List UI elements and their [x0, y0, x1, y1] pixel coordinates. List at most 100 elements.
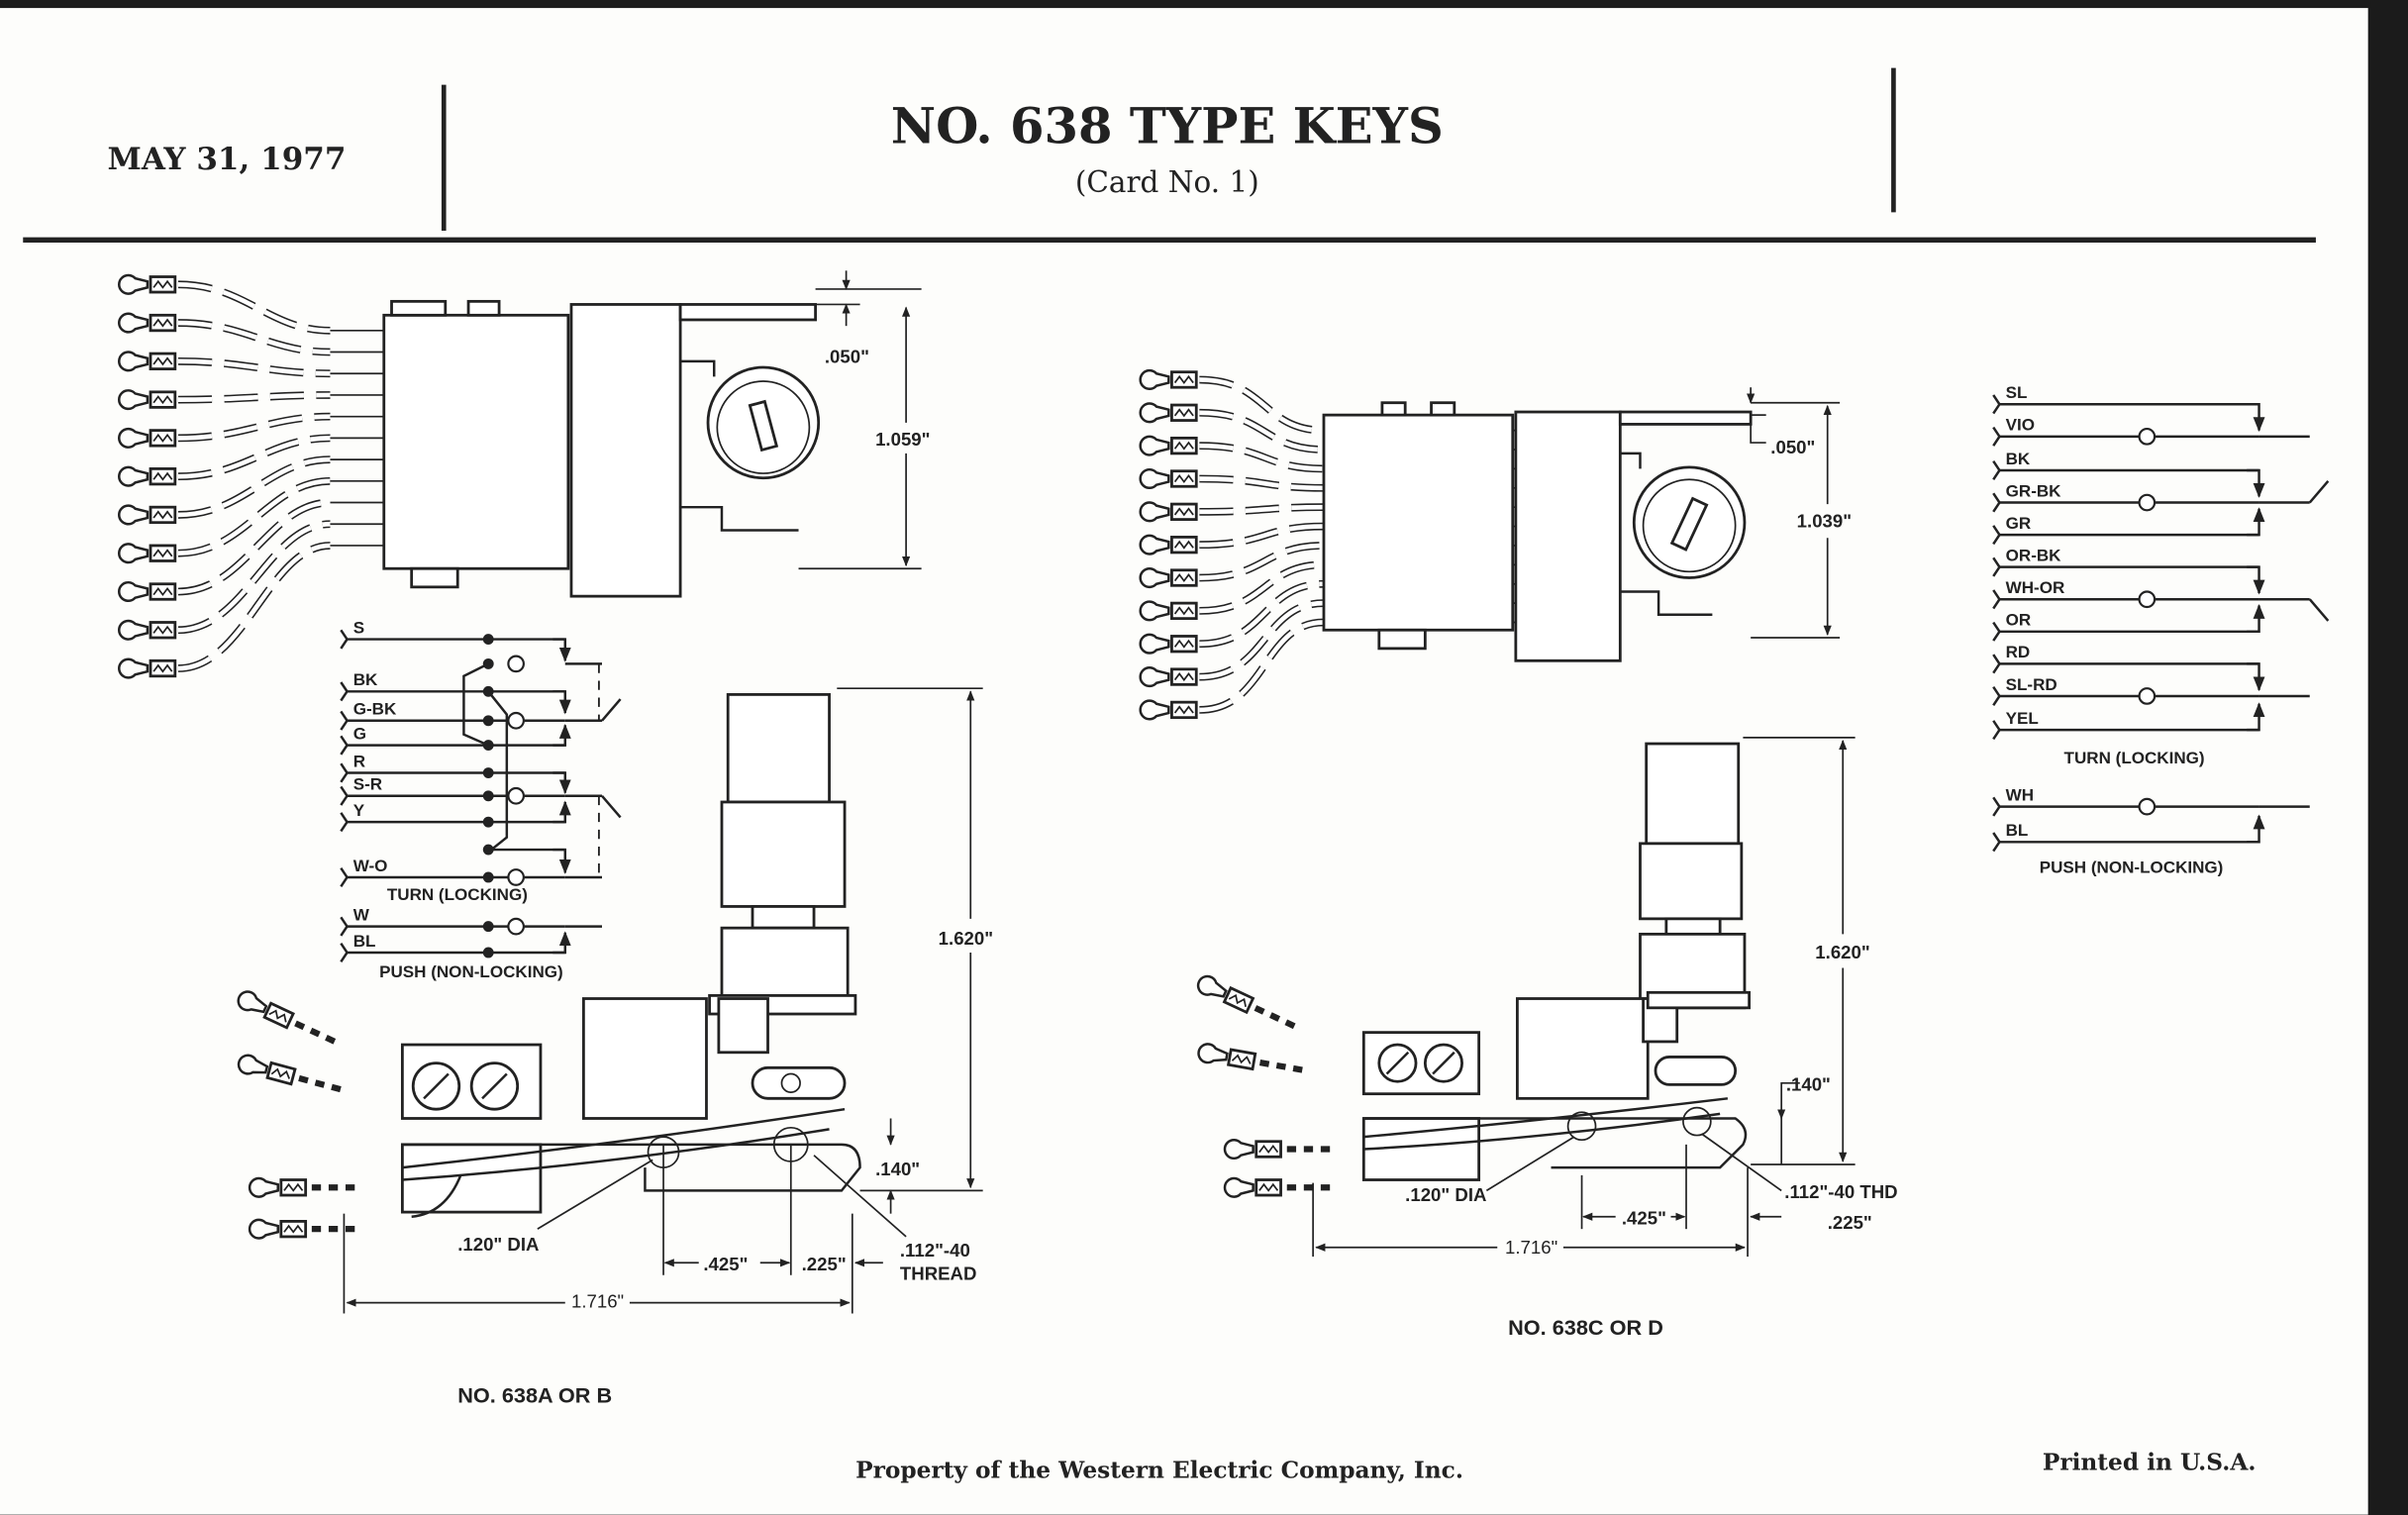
spade-terminal-icon — [1139, 600, 1170, 622]
spade-terminal-icon — [1139, 633, 1170, 655]
side-lead — [248, 1176, 361, 1198]
terminal-crimp — [1258, 1144, 1279, 1155]
spade-terminal-icon — [1223, 1176, 1254, 1198]
side-lead — [248, 1218, 361, 1240]
spade-terminal-icon — [1139, 534, 1170, 556]
terminal-crimp — [283, 1224, 304, 1234]
spring-contact-arrow — [2247, 468, 2265, 498]
terminal-sleeve — [149, 658, 177, 678]
lead-label: BK — [2006, 450, 2031, 468]
key-638ab-top-view — [118, 273, 531, 679]
spade-terminal-icon — [1139, 666, 1170, 688]
side-lead — [1223, 1138, 1337, 1161]
open-contact-icon — [507, 711, 525, 730]
junction-dot-icon — [482, 715, 494, 727]
dim-050: .050" — [825, 346, 869, 366]
spade-terminal-icon — [118, 351, 150, 372]
spade-terminal-icon — [1139, 467, 1170, 490]
junction-dot-icon — [482, 871, 494, 883]
lead-label: S-R — [353, 775, 382, 794]
terminal-sleeve — [149, 275, 177, 294]
terminal-crimp — [152, 549, 173, 558]
spade-terminal-icon — [118, 619, 150, 641]
lead-wire — [1258, 1059, 1309, 1074]
spring-contact-arrow — [2247, 662, 2265, 692]
terminal-sleeve — [279, 1220, 308, 1239]
footer-property: Property of the Western Electric Company… — [855, 1457, 1463, 1483]
dim-dia: .120" DIA — [457, 1234, 539, 1255]
spring-contact-arrow — [2247, 603, 2265, 634]
spade-terminal-icon — [1139, 402, 1170, 424]
spade-terminal-icon — [118, 389, 150, 411]
terminal-crimp — [152, 625, 173, 635]
lead-wire-fill — [1199, 562, 1324, 614]
lead-wire-fill — [177, 320, 331, 354]
terminal-crimp — [152, 279, 173, 289]
dim-1716: 1.716" — [1505, 1237, 1557, 1258]
terminal-sleeve — [1170, 601, 1198, 621]
lead-wire-fill — [1199, 581, 1324, 647]
lead-label: WH-OR — [2006, 578, 2065, 597]
right-key-caption: NO. 638C OR D — [1508, 1315, 1663, 1340]
lead-wire-fill — [1199, 524, 1324, 548]
jumper-wire — [462, 662, 489, 747]
junction-dot-icon — [482, 921, 494, 933]
terminal-crimp — [1228, 993, 1247, 1007]
lead-wire-fill — [177, 478, 331, 556]
dim-thread: .112"-40 THD — [1784, 1181, 1897, 1202]
lead-label: G — [353, 724, 366, 743]
terminal-sleeve — [1170, 370, 1198, 389]
dim-1059: 1.059" — [875, 429, 930, 450]
spring-contact-arrow — [2247, 507, 2265, 537]
terminal-sleeve — [1170, 667, 1198, 686]
terminal-crimp — [152, 395, 173, 405]
lead-wire-fill — [1199, 504, 1324, 515]
terminal-sleeve — [1170, 536, 1198, 555]
open-contact-icon — [2138, 493, 2157, 512]
spade-terminal-icon — [237, 1054, 269, 1075]
left-push-label: PUSH (NON-LOCKING) — [379, 962, 563, 981]
spade-terminal-icon — [1139, 435, 1170, 456]
lead-label: BK — [353, 670, 378, 689]
spring-contact-arrow — [2247, 702, 2265, 732]
terminal-crimp — [152, 586, 173, 597]
terminal-sleeve — [1170, 403, 1198, 422]
terminal-sleeve — [1254, 1178, 1282, 1197]
spade-terminal-icon — [118, 312, 150, 334]
spring-contact-arrow — [552, 931, 571, 955]
lead-wire-fill — [177, 281, 331, 334]
side-lead — [1223, 1176, 1337, 1198]
lead-wire-fill — [177, 358, 331, 376]
lead-wire-fill — [1199, 476, 1324, 491]
lead-wire-fill — [177, 414, 331, 441]
lead-wire — [298, 1074, 348, 1094]
lead-wire-fill — [177, 456, 331, 518]
dim-1620: 1.620" — [1815, 942, 1869, 962]
spade-terminal-icon — [248, 1218, 279, 1240]
dim-1716: 1.716" — [571, 1290, 624, 1311]
right-side-view — [1361, 742, 1752, 1181]
right-turn-label: TURN (LOCKING) — [2064, 749, 2205, 767]
spring-contact-arrow — [552, 723, 571, 747]
terminal-sleeve — [149, 505, 177, 525]
spade-terminal-icon — [1139, 566, 1170, 589]
lead-wire-fill — [177, 436, 331, 479]
terminal-crimp — [152, 356, 173, 366]
dim-dia: .120" DIA — [1405, 1184, 1486, 1205]
spring-contact-arrow — [2247, 814, 2265, 844]
lead-label: RD — [2006, 643, 2031, 661]
side-lead — [237, 1054, 348, 1094]
terminal-crimp — [283, 1182, 304, 1192]
dim-425: .425" — [1622, 1208, 1666, 1229]
terminal-crimp — [1173, 705, 1194, 715]
terminal-crimp — [270, 1067, 290, 1079]
junction-dot-icon — [482, 816, 494, 828]
lead-wire — [294, 1020, 342, 1048]
lead-label: SL-RD — [2006, 675, 2057, 694]
lead-wire — [1254, 1005, 1302, 1032]
side-lead — [237, 990, 342, 1048]
terminal-sleeve — [149, 390, 177, 409]
terminal-sleeve — [1170, 469, 1198, 488]
lead-label: W-O — [353, 857, 388, 875]
